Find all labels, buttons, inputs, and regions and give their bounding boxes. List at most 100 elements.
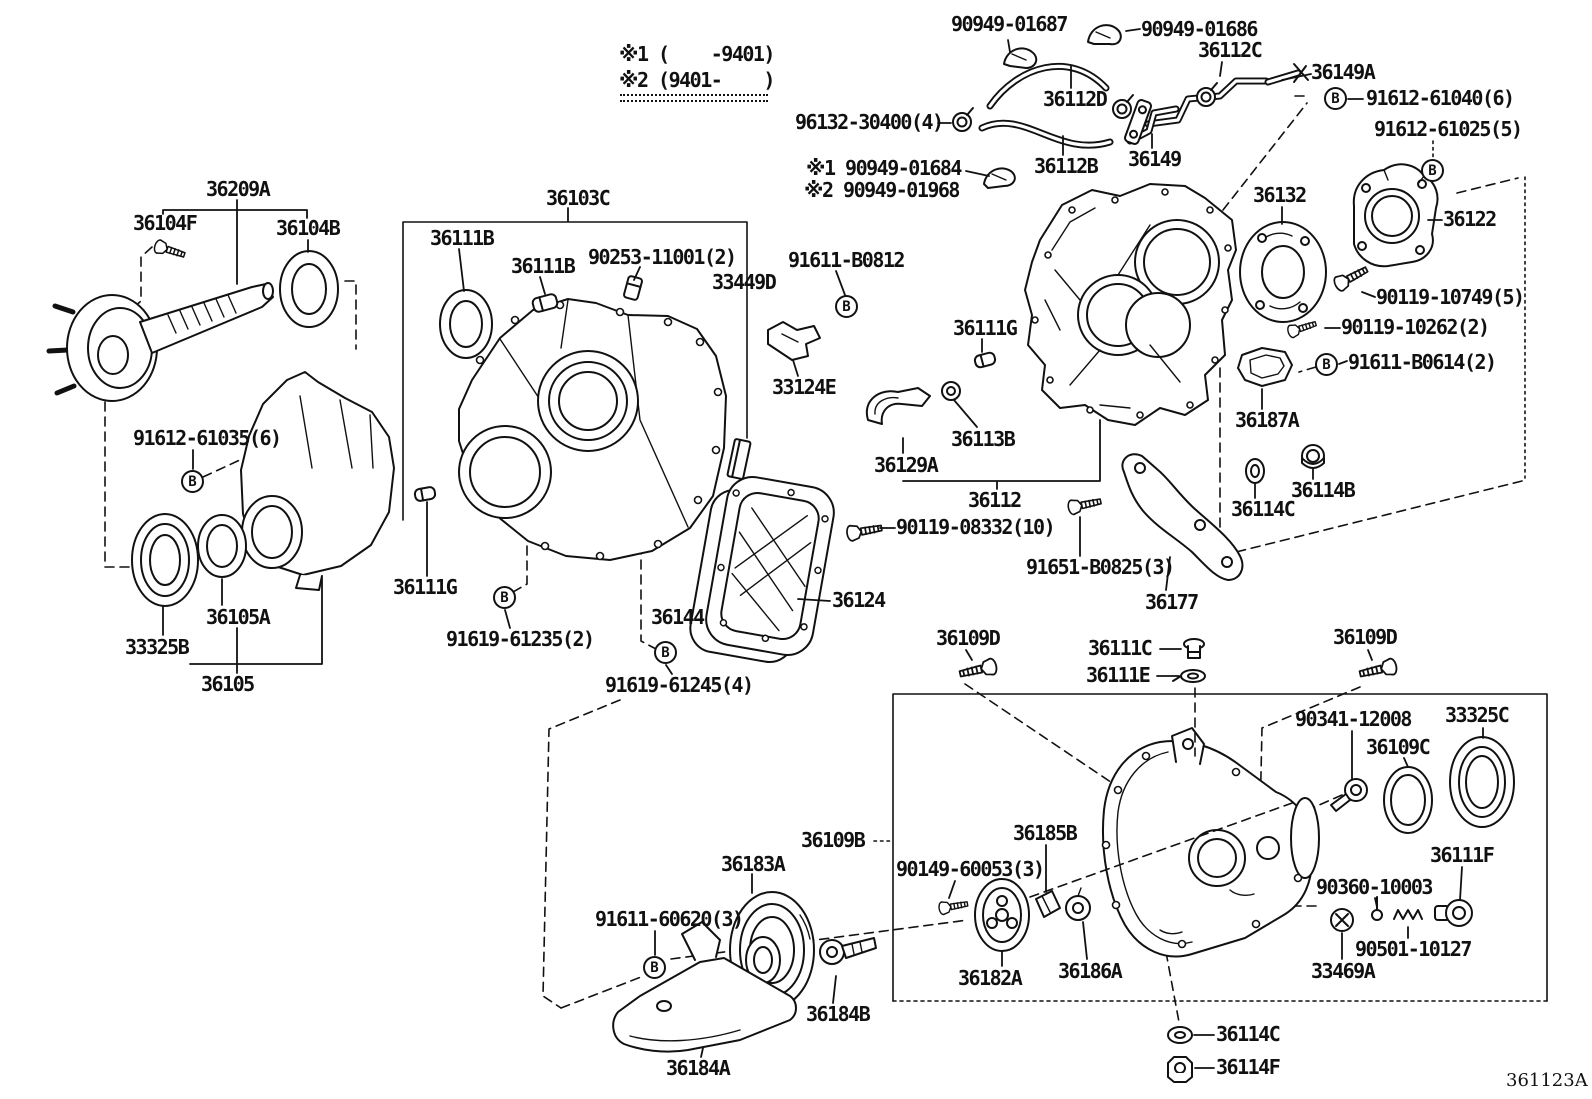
part-label-36187A: 36187A <box>1235 408 1300 432</box>
washer-36114C-drawing <box>1245 458 1265 484</box>
part-label-36104F: 36104F <box>133 211 198 235</box>
part-label-36177: 36177 <box>1145 590 1199 614</box>
figure-code: 361123A <box>1506 1070 1588 1091</box>
part-label-90341-12008: 90341-12008 <box>1295 707 1412 731</box>
part-label-36103C: 36103C <box>546 186 611 210</box>
part-label-36149A: 36149A <box>1311 60 1376 84</box>
cushion-33449D-drawing <box>726 438 752 480</box>
part-label-90949-01968: ※2 90949-01968 <box>804 178 960 202</box>
part-label-36114C-1: 36114C <box>1231 497 1296 521</box>
bolt-type-marker-91612-61040: B <box>1324 87 1347 110</box>
bearing-plate-36132-drawing <box>1239 221 1327 323</box>
part-label-36124: 36124 <box>832 588 886 612</box>
nut-36114B-drawing <box>1301 444 1325 469</box>
case-front-seal-drawing <box>439 289 493 359</box>
part-label-36105: 36105 <box>201 672 255 696</box>
part-label-36122: 36122 <box>1443 207 1497 231</box>
part-label-36149: 36149 <box>1128 147 1182 171</box>
part-label-36132: 36132 <box>1253 183 1307 207</box>
part-label-36109B: 36109B <box>801 828 866 852</box>
part-label-36104B: 36104B <box>276 216 341 240</box>
part-label-90949-01686: 90949-01686 <box>1141 17 1258 41</box>
part-label-36112C: 36112C <box>1198 38 1263 62</box>
bracket-36177-drawing <box>1121 453 1244 581</box>
plug-36111G-right-drawing <box>973 351 997 369</box>
front-case-drawing <box>1101 727 1320 958</box>
part-label-36144: 36144 <box>651 605 705 629</box>
washer-36114C-bottom-drawing <box>1167 1026 1193 1044</box>
ring-36109C-drawing <box>1383 766 1433 834</box>
spring-90501-drawing <box>1393 909 1423 920</box>
part-label-36112D: 36112D <box>1043 87 1108 111</box>
part-label-91619-61235: 91619-61235(2) <box>446 627 595 651</box>
part-label-91619-61245: 91619-61245(4) <box>605 673 754 697</box>
pin-90360-drawing <box>1371 896 1383 921</box>
bolt-type-marker-91619-61235: B <box>493 586 516 609</box>
rear-case-drawing <box>1024 183 1237 426</box>
nut-36114F-drawing <box>1167 1056 1193 1083</box>
hose-clip-drawings <box>983 24 1122 189</box>
output-shaft-seal-drawing <box>279 250 339 328</box>
plug-36111G-left-drawing <box>413 486 437 502</box>
frame-boxes <box>402 221 1548 1002</box>
breather-bracket-33124E-drawing <box>767 321 821 361</box>
pin-36184B-drawing <box>819 937 877 965</box>
part-label-36209A: 36209A <box>206 177 271 201</box>
part-label-91611-B0614: 91611-B0614(2) <box>1348 350 1497 374</box>
part-label-36109D-R: 36109D <box>1333 625 1398 649</box>
part-label-36109D-L: 36109D <box>936 626 1001 650</box>
pipe-bracket-36149-drawing <box>1124 99 1152 145</box>
part-label-36111C: 36111C <box>1088 636 1153 660</box>
companion-flange-drawing <box>46 282 274 402</box>
part-label-90119-10262: 90119-10262(2) <box>1341 315 1490 339</box>
part-label-36114B: 36114B <box>1291 478 1356 502</box>
clip-36185B-drawing <box>1035 890 1061 918</box>
part-label-36111G-2: 36111G <box>953 316 1018 340</box>
part-label-90501-10127: 90501-10127 <box>1355 937 1472 961</box>
part-label-36129A: 36129A <box>874 453 939 477</box>
part-label-91611-B0812: 91611-B0812 <box>788 248 905 272</box>
part-label-91651-B0825: 91651-B0825(3) <box>1026 555 1175 579</box>
part-label-33449D: 33449D <box>712 270 777 294</box>
extension-housing-drawing <box>240 371 395 591</box>
seal-33325B-drawing <box>131 513 199 607</box>
leader-lines <box>162 28 1484 1069</box>
part-label-36184A: 36184A <box>666 1056 731 1080</box>
grommet-36113B-drawing <box>941 381 961 401</box>
part-label-33325B: 33325B <box>125 635 190 659</box>
part-label-36183A: 36183A <box>721 852 786 876</box>
plug-36111F-drawing <box>1434 899 1473 927</box>
part-label-note-2: ※2 (9401- ) <box>619 68 775 92</box>
pin-90253-drawing <box>623 275 643 301</box>
part-label-36185B: 36185B <box>1013 821 1078 845</box>
part-label-36111B-2: 36111B <box>511 254 576 278</box>
bolt-type-marker-91619-61245: B <box>654 641 677 664</box>
bearing-33469A-icon <box>1330 908 1354 932</box>
part-label-36114F: 36114F <box>1216 1055 1281 1079</box>
stud-36111C-drawing <box>1183 638 1205 659</box>
part-label-90253-11001: 90253-11001(2) <box>588 245 737 269</box>
part-label-36113B: 36113B <box>951 427 1016 451</box>
bolt-type-marker-91612-61025: B <box>1421 159 1444 182</box>
seal-33325C-drawing <box>1449 736 1515 828</box>
part-label-90119-10749: 90119-10749(5) <box>1376 285 1525 309</box>
part-label-91612-61025: 91612-61025(5) <box>1374 117 1523 141</box>
part-label-90149-60053: 90149-60053(3) <box>896 857 1045 881</box>
part-label-36111G-1: 36111G <box>393 575 458 599</box>
part-label-36105A: 36105A <box>206 605 271 629</box>
plug-36111B-drawing <box>531 293 559 313</box>
part-label-33325C: 33325C <box>1445 703 1510 727</box>
part-label-91612-61035: 91612-61035(6) <box>133 426 282 450</box>
part-label-36111E: 36111E <box>1086 663 1151 687</box>
part-label-36111B-1: 36111B <box>430 226 495 250</box>
part-label-91612-61040: 91612-61040(6) <box>1366 86 1515 110</box>
part-label-90119-08332: 90119-08332(10) <box>896 515 1056 539</box>
dust-cover-36183A-drawing <box>729 891 815 1009</box>
part-label-36186A: 36186A <box>1058 959 1123 983</box>
part-label-36109C: 36109C <box>1366 735 1431 759</box>
washer-36111E-drawing <box>1172 669 1206 683</box>
part-label-36112: 36112 <box>968 488 1022 512</box>
axis-dashed-lines <box>1029 687 1296 898</box>
